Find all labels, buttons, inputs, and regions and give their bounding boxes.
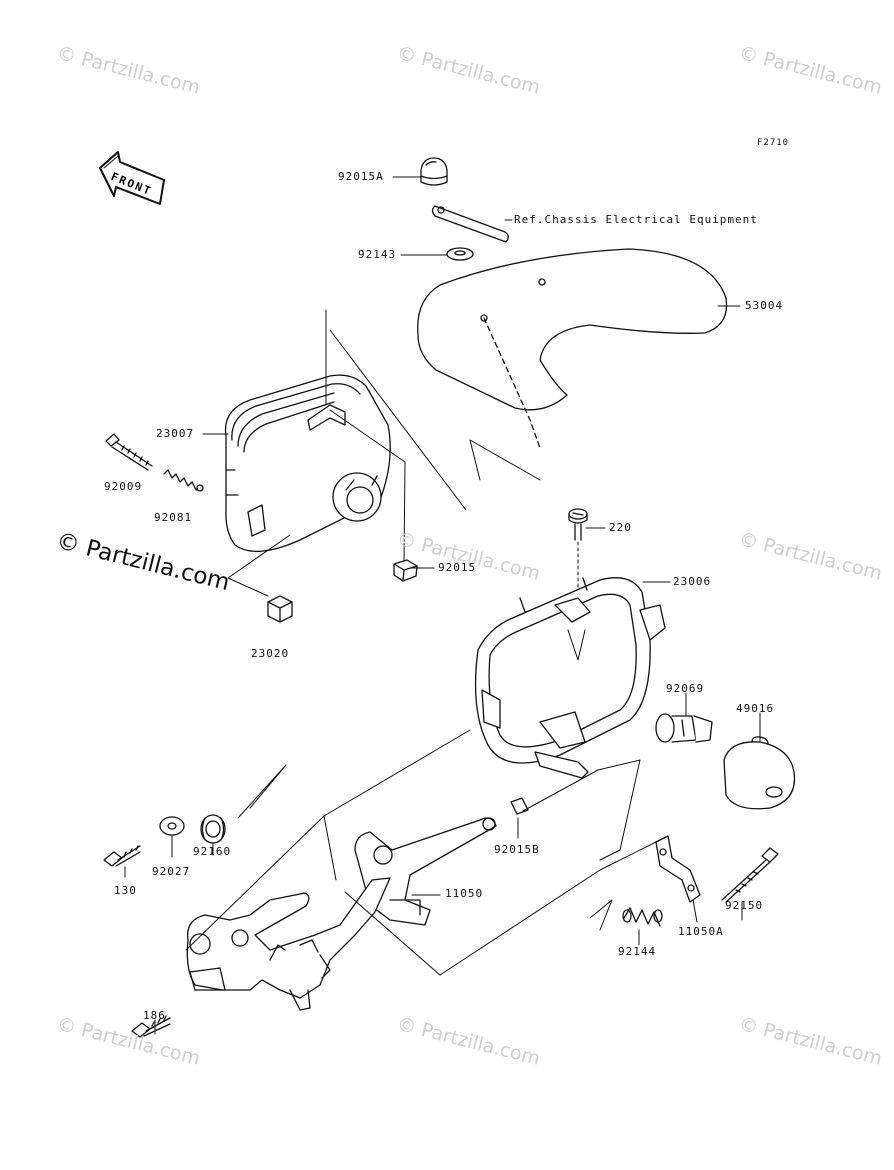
part-label[interactable]: 23007 [156,427,195,440]
part-label[interactable]: 92015A [338,170,384,183]
bolt-92150-part [721,847,779,903]
part-label[interactable]: 92144 [618,945,657,958]
strap-part [431,205,509,243]
part-label[interactable]: 53004 [745,299,784,312]
part-label[interactable]: 23006 [673,575,712,588]
block-part [267,595,293,623]
grommet-part [200,814,226,844]
part-label[interactable]: 11050A [678,925,724,938]
part-label[interactable]: 130 [114,884,137,897]
part-label[interactable]: 92009 [104,480,143,493]
part-label[interactable]: 92150 [725,899,764,912]
bolt-186-part [131,1015,171,1038]
square-nut-part [393,559,418,582]
cover-plate-part [417,248,728,411]
part-label[interactable]: 92015B [494,843,540,856]
part-label[interactable]: 92081 [154,511,193,524]
part-label[interactable]: 186 [143,1009,166,1022]
part-label[interactable]: 220 [609,521,632,534]
part-label[interactable]: 23020 [251,647,290,660]
cap-nut-part [420,157,448,186]
spring-part [163,469,204,492]
washer-part [446,247,474,261]
rubber-boot-part [723,736,796,810]
part-label[interactable]: 92015 [438,561,477,574]
screw-part [568,508,588,541]
figure-code: F2710 [757,138,790,148]
bulb-part [655,713,713,743]
front-arrow-icon [99,151,165,205]
part-label[interactable]: 92143 [358,248,397,261]
small-bracket-part [655,835,701,903]
mount-bracket-part [354,817,497,926]
bolt-130-part [103,845,141,867]
part-label[interactable]: 49016 [736,702,775,715]
reference-note: Ref.Chassis Electrical Equipment [514,213,758,226]
part-label[interactable]: 11050 [445,887,484,900]
collar-part [159,816,185,836]
part-label[interactable]: 92160 [193,845,232,858]
spring-92144-part [622,907,663,927]
part-label[interactable]: 92027 [152,865,191,878]
adjuster-bolt-part [105,433,153,471]
headlight-unit-part [224,374,391,553]
lower-bracket-part [186,877,391,1011]
clip-part [510,797,529,815]
part-label[interactable]: 92069 [666,682,705,695]
headlight-housing-part [474,577,666,779]
